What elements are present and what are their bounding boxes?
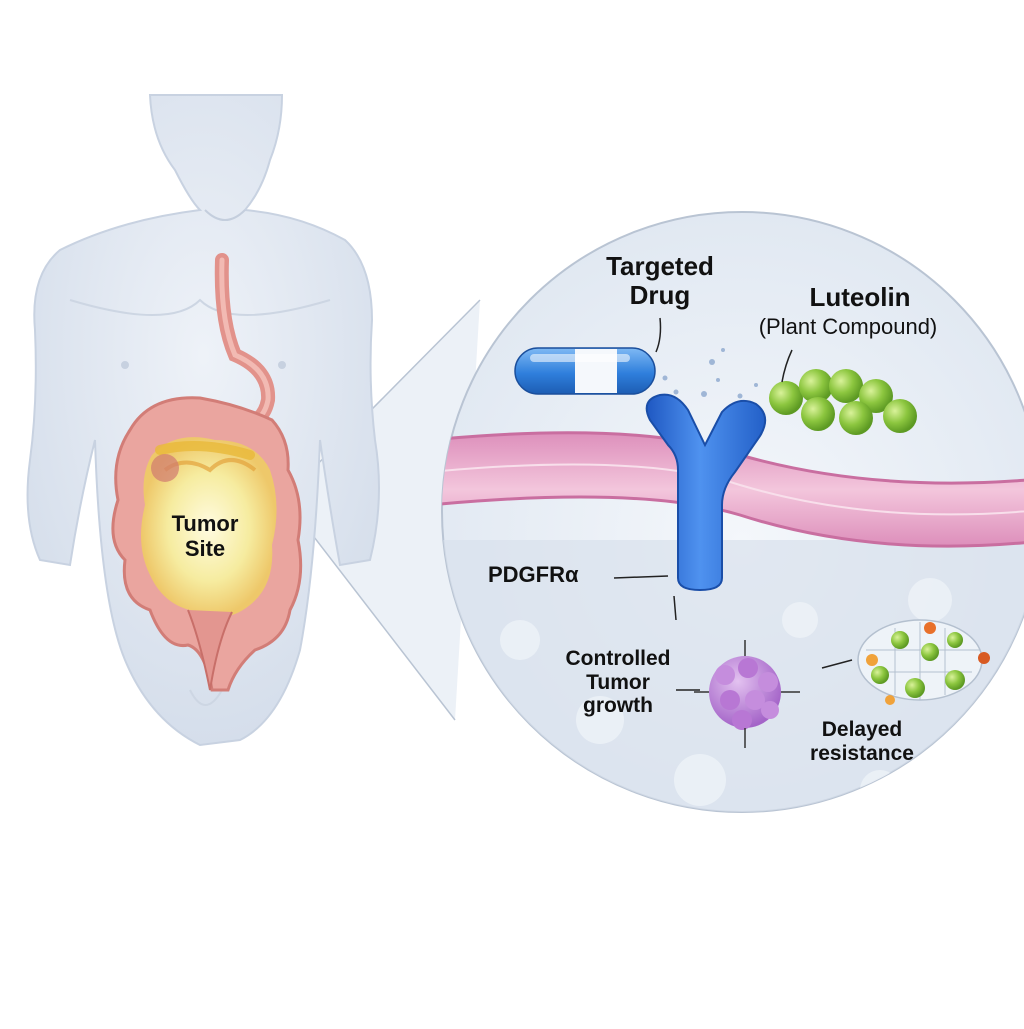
controlled-growth-label: Controlled Tumor growth (548, 647, 688, 718)
digestive-tract (111, 253, 303, 692)
tumor-site-line-1: Tumor (171, 511, 239, 536)
delayed-resistance-line-2: resistance (810, 741, 914, 765)
controlled-growth-line-1: Controlled (565, 647, 671, 670)
plant-compound-label: (Plant Compound) (758, 314, 938, 339)
signal-dots (662, 348, 758, 399)
targeted-drug-line-2: Drug (629, 280, 691, 311)
tumor-site-label: Tumor Site (150, 511, 260, 561)
capsule-icon (514, 347, 656, 395)
targeted-drug-line-1: Targeted (606, 251, 714, 281)
delayed-resistance-line-1: Delayed (821, 718, 903, 741)
receptor-icon (645, 393, 767, 592)
delayed-resistance-label: Delayed resistance (792, 718, 932, 765)
luteolin-molecule-icon (769, 369, 917, 435)
targeted-drug-label: Targeted Drug (580, 251, 740, 311)
leader-lines (613, 317, 853, 691)
controlled-growth-line-2: Tumor (586, 670, 650, 694)
tumor-site-line-2: Site (184, 535, 226, 561)
luteolin-label: Luteolin (809, 282, 911, 312)
resistance-network-icon (857, 619, 990, 705)
controlled-growth-line-3: growth (583, 694, 653, 718)
receptor-label: PDGFRα (488, 562, 579, 587)
tumor-cluster-icon (694, 640, 800, 748)
